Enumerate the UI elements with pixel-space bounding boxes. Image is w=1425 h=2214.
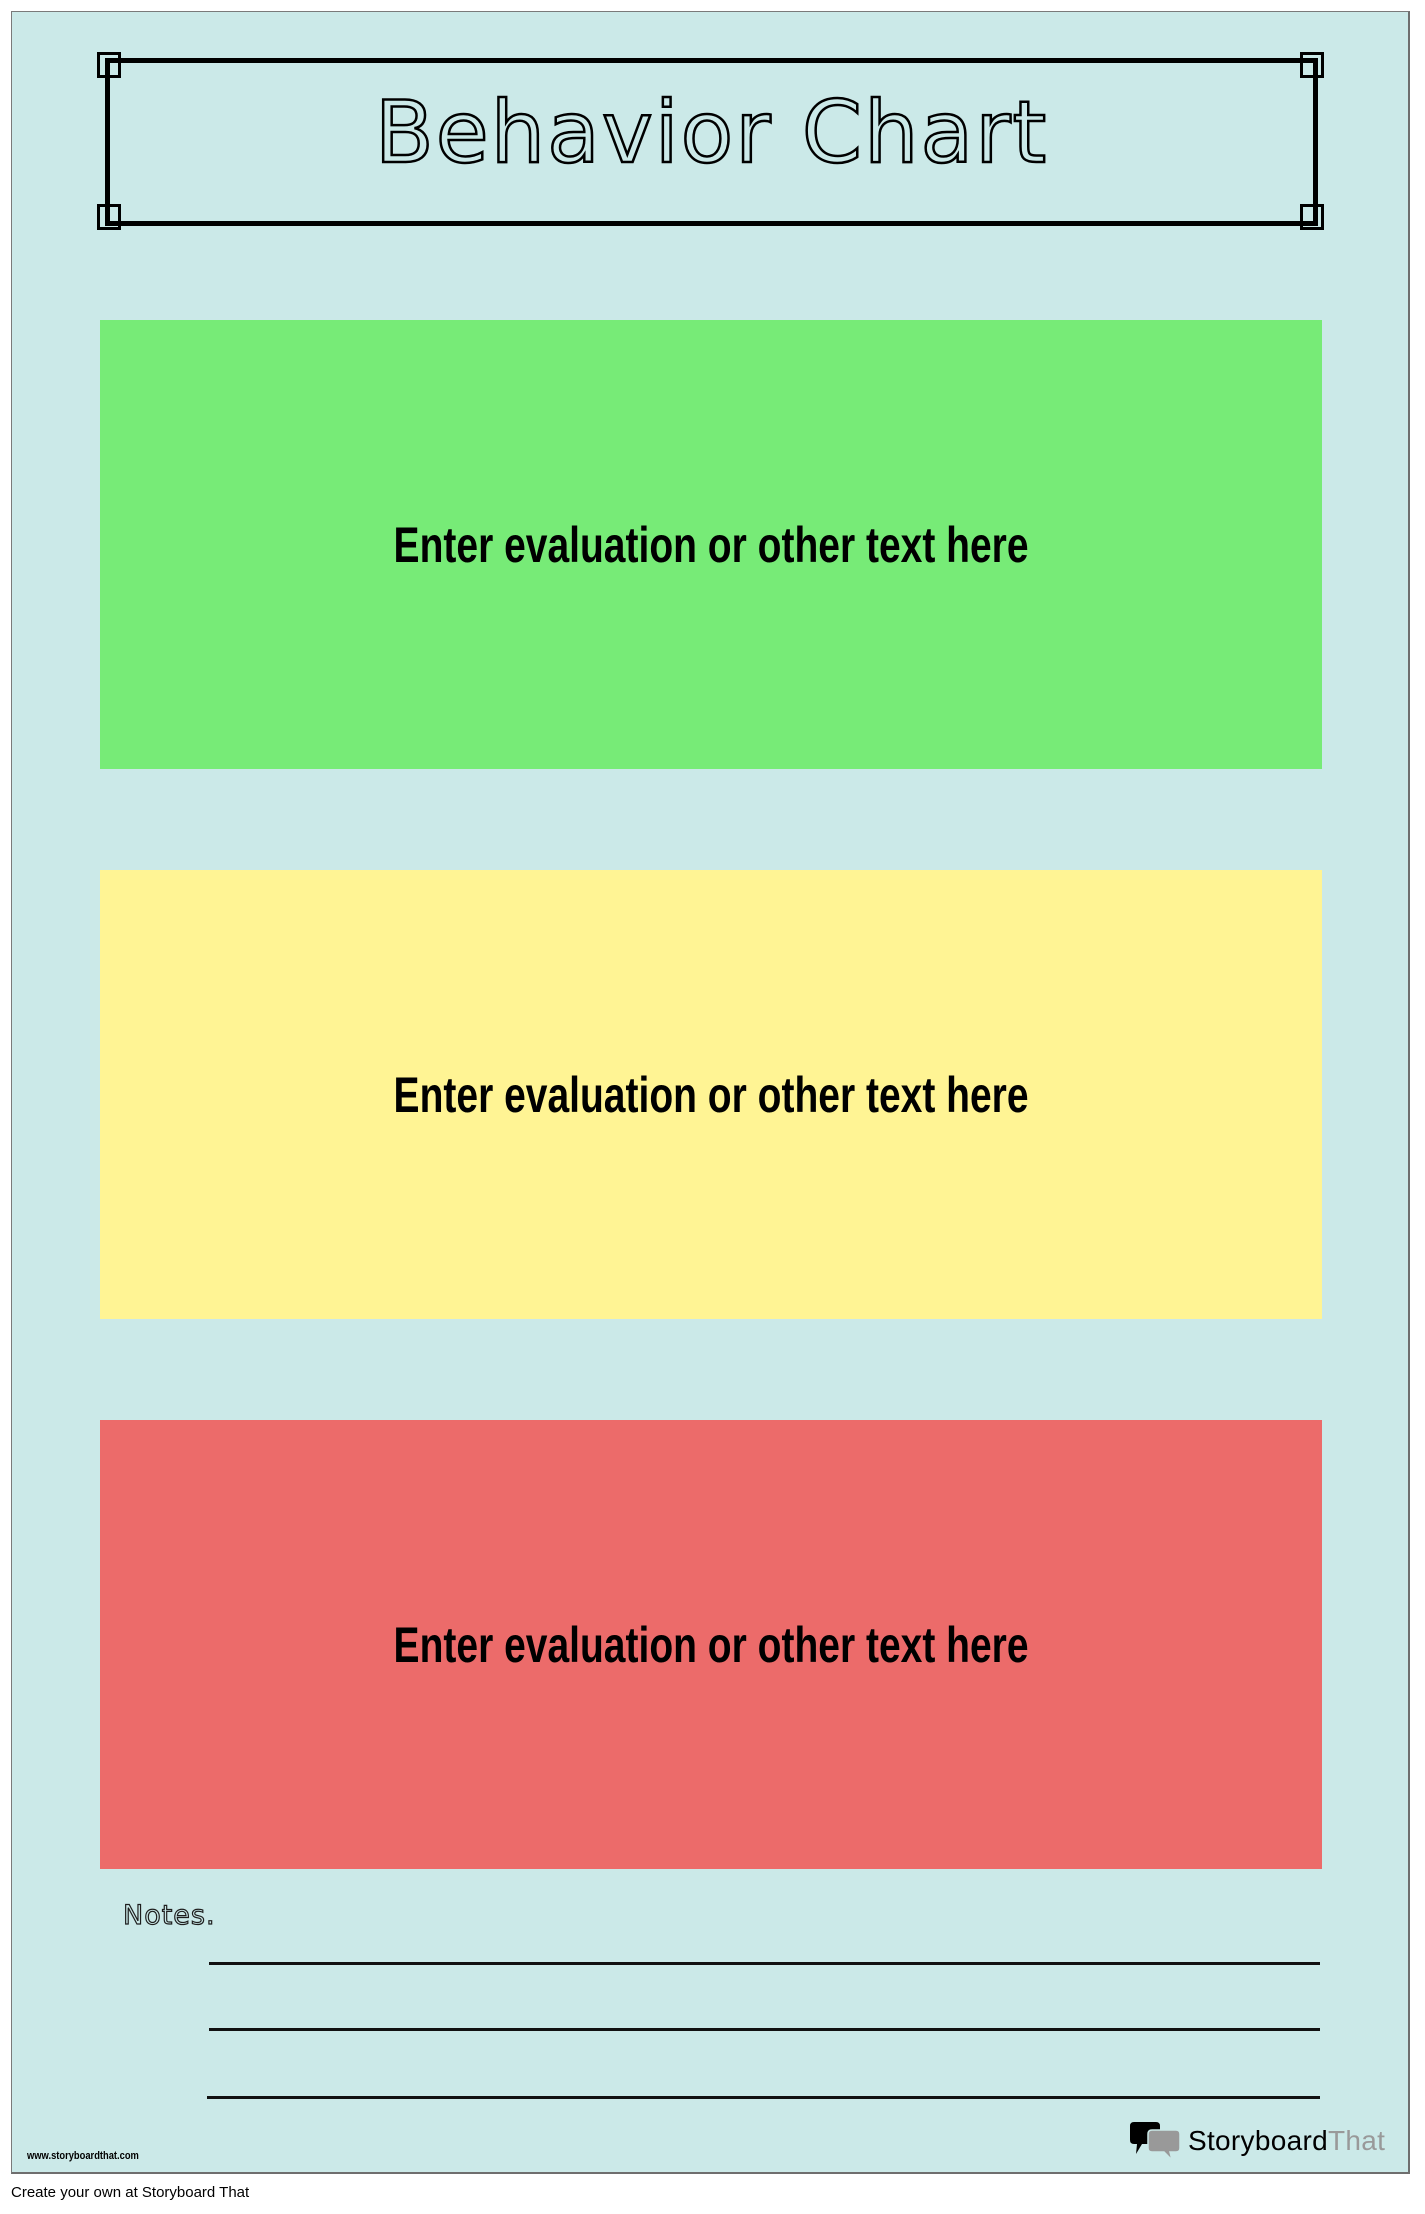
notes-line-1 xyxy=(209,1962,1320,1965)
notes-line-3 xyxy=(207,2096,1320,2099)
frame-corner-bottom-right xyxy=(1300,204,1324,230)
page-title: Behavior Chart xyxy=(373,82,1049,185)
evaluation-box-yellow[interactable]: Enter evaluation or other text here xyxy=(100,870,1322,1319)
evaluation-text-yellow[interactable]: Enter evaluation or other text here xyxy=(393,1066,1029,1123)
brand-name-accent: That xyxy=(1327,2125,1386,2156)
evaluation-text-green[interactable]: Enter evaluation or other text here xyxy=(393,516,1029,573)
brand-name: Storyboard xyxy=(1188,2125,1328,2156)
evaluation-box-red[interactable]: Enter evaluation or other text here xyxy=(100,1420,1322,1869)
frame-corner-bottom-left xyxy=(97,204,121,230)
frame-corner-top-left xyxy=(97,52,121,78)
site-url: www.storyboardthat.com xyxy=(27,2150,139,2162)
create-your-own-link[interactable]: Create your own at Storyboard That xyxy=(11,2184,250,2201)
notes-line-2 xyxy=(209,2028,1320,2031)
evaluation-box-green[interactable]: Enter evaluation or other text here xyxy=(100,320,1322,769)
notes-label: Notes. xyxy=(122,1899,216,1931)
title-frame xyxy=(105,58,1318,226)
speech-bubbles-icon xyxy=(1130,2120,1182,2163)
evaluation-text-red[interactable]: Enter evaluation or other text here xyxy=(393,1616,1029,1673)
frame-corner-top-right xyxy=(1300,52,1324,78)
